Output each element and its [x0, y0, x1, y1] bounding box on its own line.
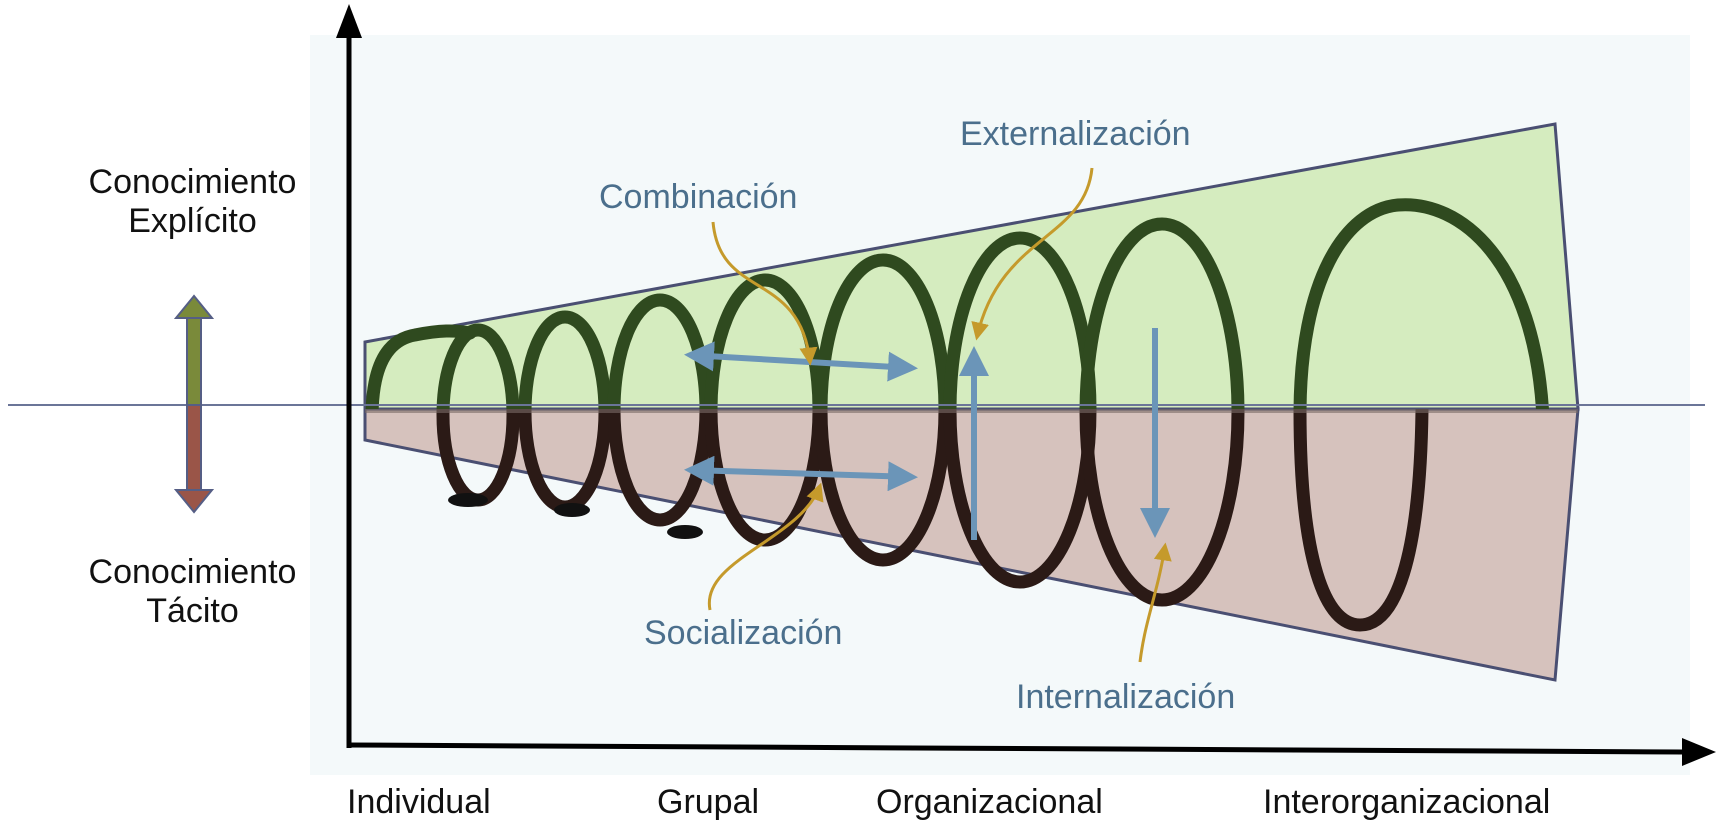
- tacit-label-line1: Conocimiento: [88, 553, 297, 591]
- x-tick-organizacional: Organizacional: [876, 783, 1103, 821]
- socialization-arrow: [684, 455, 918, 492]
- combination-pointer: [711, 221, 818, 366]
- socialization-label: Socialización: [644, 614, 843, 652]
- combination-label: Combinación: [599, 178, 798, 216]
- explicit-label-line2: Explícito: [128, 202, 257, 241]
- x-axis: [346, 742, 1683, 755]
- x-tick-grupal: Grupal: [657, 783, 760, 821]
- knowledge-spiral-upper: [365, 198, 1549, 409]
- tacit-knowledge-label: Conocimiento Tácito: [75, 553, 310, 631]
- internalization-pointer: [1138, 542, 1172, 663]
- socialization-pointer: [707, 482, 824, 611]
- internalization-label: Internalización: [1016, 678, 1236, 716]
- explicit-tacit-indicator-arrow: [173, 294, 215, 514]
- x-tick-interorganizacional: Interorganizacional: [1263, 783, 1551, 821]
- externalization-pointer: [971, 167, 1094, 341]
- x-tick-individual: Individual: [347, 783, 491, 821]
- y-axis-arrowhead: [336, 4, 362, 38]
- explicit-label-line1: Conocimiento: [88, 163, 297, 201]
- externalization-label: Externalización: [960, 115, 1191, 153]
- label-pointers: [707, 167, 1172, 663]
- tacit-label-line2: Tácito: [146, 592, 239, 631]
- x-axis-arrowhead: [1682, 738, 1716, 766]
- spiral-shadows: [448, 493, 703, 539]
- explicit-knowledge-label: Conocimiento Explícito: [80, 163, 305, 241]
